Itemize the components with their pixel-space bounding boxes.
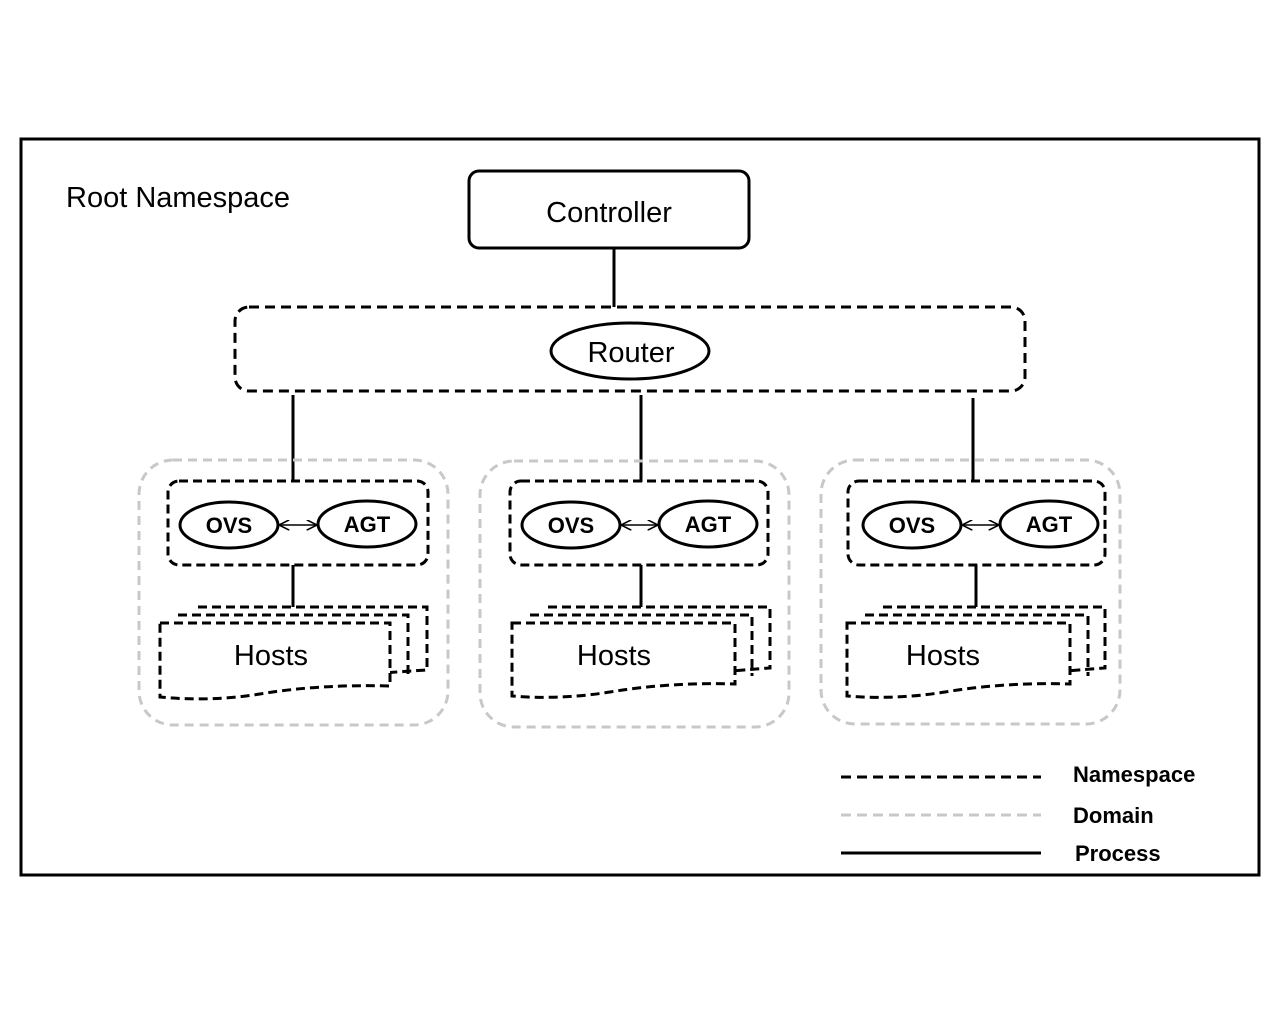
hosts-middle-sheet [530, 613, 754, 676]
router-process [549, 321, 711, 381]
ovs-label: OVS [548, 513, 594, 538]
hosts-front-sheet [845, 621, 1072, 699]
domain-boundary [137, 458, 450, 727]
domain-2: OVS AGT Hosts [478, 459, 791, 729]
legend-process-label: Process [1075, 841, 1161, 866]
domain-boundary [819, 458, 1122, 726]
ovs-process [520, 500, 622, 550]
hosts-front-sheet [510, 621, 737, 699]
domain-3: OVS AGT Hosts [819, 458, 1122, 726]
ovs-label: OVS [206, 513, 252, 538]
hosts-label: Hosts [234, 640, 308, 672]
agt-process [998, 499, 1100, 549]
hosts-label: Hosts [577, 640, 651, 672]
domain-1: OVS AGT Hosts [137, 458, 450, 727]
agt-label: AGT [1026, 512, 1073, 537]
hosts-middle-sheet [178, 613, 410, 678]
agt-label: AGT [344, 512, 391, 537]
controller-box [467, 169, 751, 250]
ovs-process [178, 500, 280, 550]
ovs-agt-namespace [508, 479, 770, 567]
legend-namespace-label: Namespace [1073, 762, 1195, 787]
ovs-label: OVS [889, 513, 935, 538]
domain-boundary [478, 459, 791, 729]
root-namespace-label: Root Namespace [66, 182, 290, 214]
legend-domain-label: Domain [1073, 803, 1154, 828]
agt-process [657, 499, 759, 549]
root-namespace-frame [19, 137, 1261, 877]
legend: Namespace Domain Process [841, 762, 1195, 866]
ovs-process [861, 500, 963, 550]
router-label: Router [587, 337, 674, 369]
hosts-middle-sheet [865, 613, 1090, 676]
agt-label: AGT [685, 512, 732, 537]
ovs-agt-namespace [166, 479, 430, 567]
hosts-front-sheet [158, 621, 392, 701]
controller-label: Controller [546, 197, 672, 229]
agt-process [316, 499, 418, 549]
router-namespace [233, 305, 1027, 393]
hosts-label: Hosts [906, 640, 980, 672]
